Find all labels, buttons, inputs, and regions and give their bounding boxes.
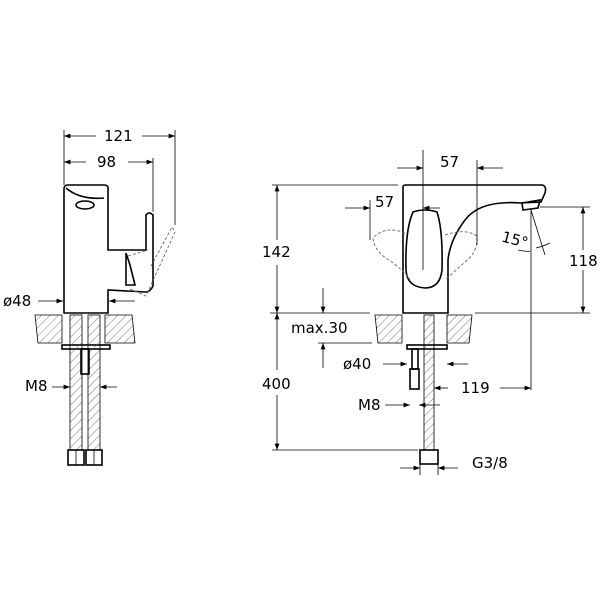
dim-m8-side-label: M8 bbox=[25, 377, 48, 395]
faucet-body-side bbox=[63, 184, 154, 314]
shank bbox=[80, 348, 90, 375]
lever-front bbox=[405, 209, 443, 289]
dim-57-left-label: 57 bbox=[375, 193, 394, 211]
lever-base bbox=[125, 252, 137, 286]
hose bbox=[423, 314, 435, 451]
dim-118-label: 118 bbox=[569, 252, 598, 270]
hose-left bbox=[69, 314, 83, 451]
dim-max30-label: max.30 bbox=[291, 319, 348, 337]
spout-outlet bbox=[521, 199, 542, 211]
faucet-body-front bbox=[402, 184, 547, 314]
dim-diameter-48-label: ø48 bbox=[3, 292, 31, 310]
hose-right bbox=[87, 314, 101, 451]
countertop-right bbox=[104, 314, 136, 344]
side-view: 121 98 ø48 M8 bbox=[3, 127, 176, 466]
dim-m8-front-label: M8 bbox=[358, 396, 381, 414]
dim-angle-label: 15° bbox=[500, 228, 530, 252]
dim-119-label: 119 bbox=[461, 379, 490, 397]
lever-swing-outline bbox=[372, 229, 478, 281]
dim-57-top-label: 57 bbox=[440, 153, 459, 171]
dim-400-label: 400 bbox=[262, 375, 291, 393]
shank bbox=[411, 348, 419, 370]
dim-connection-label: G3/8 bbox=[472, 454, 508, 472]
front-view: 57 57 142 118 15° max.30 bbox=[262, 150, 598, 475]
hose-nut bbox=[419, 449, 439, 465]
dimension-121 bbox=[63, 130, 176, 225]
countertop-right bbox=[446, 314, 473, 344]
lever-alt-position bbox=[127, 226, 176, 297]
dim-142-label: 142 bbox=[262, 243, 291, 261]
countertop-left bbox=[34, 314, 63, 344]
dimension-98 bbox=[64, 158, 154, 212]
cap-edge bbox=[65, 187, 105, 200]
dim-121-label: 121 bbox=[104, 127, 133, 145]
aerator bbox=[75, 200, 95, 210]
fixing-nut bbox=[409, 368, 420, 390]
countertop-left bbox=[374, 314, 403, 344]
dim-98-label: 98 bbox=[97, 153, 116, 171]
dim-diameter-40-label: ø40 bbox=[343, 355, 371, 373]
